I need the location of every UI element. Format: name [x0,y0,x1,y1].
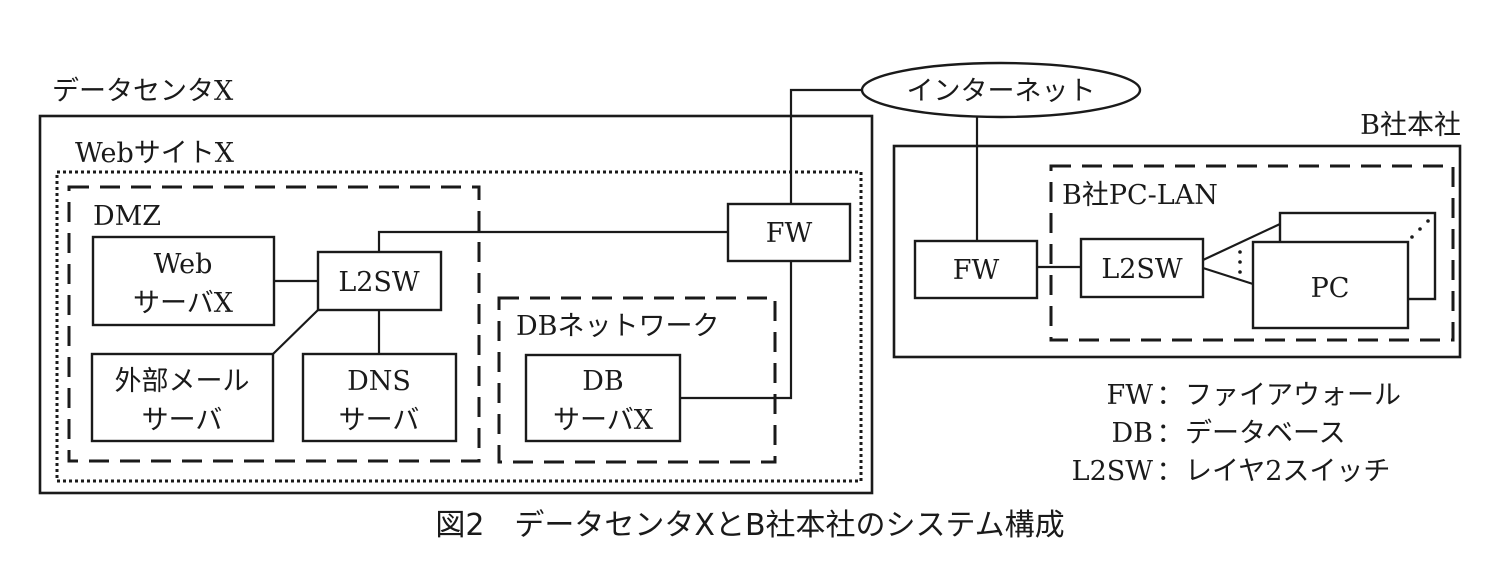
link-l2sw-pc-front [1202,266,1254,286]
dns-server-node: DNS サーバ [301,352,458,443]
hq-l2sw-node: L2SW [1079,237,1205,299]
figure-caption: 図2 データセンタXとB社本社のシステム構成 [435,508,1064,543]
web-server-label-1: Web [154,249,213,280]
pc-ellipsis-vertical [1238,250,1242,274]
legend-abbr-db: DB [1112,418,1154,449]
datacenter-boundary [38,114,874,495]
db-network-zone [497,296,777,464]
internet-label: インターネット [907,76,1096,107]
internet-cloud-shape [860,61,1142,119]
web-server-box [91,235,276,327]
pc-front-box [1251,240,1410,330]
legend-meaning-l2sw: レイヤ2スイッチ [1185,456,1390,487]
dns-server-box [301,352,458,443]
mail-server-node: 外部メール サーバ [90,352,275,443]
website-boundary [55,170,863,483]
hq-l2sw-box [1079,237,1205,299]
pc-lan-zone [1049,164,1455,342]
hq-l2sw-label: L2SW [1101,254,1183,285]
hq-fw-label: FW [953,255,1000,286]
mail-server-box [90,352,275,443]
legend: FW ： ファイアウォール DB ： データベース L2SW ： レイヤ2スイッ… [1072,380,1401,487]
internet-node: インターネット [860,61,1142,119]
hq-boundary [892,144,1462,359]
dns-server-label-1: DNS [347,366,411,397]
hq-fw-box [913,239,1039,300]
dc-l2sw-box [316,250,443,312]
link-l2sw-fw [377,230,728,252]
link-l2sw-pc-back [1202,223,1281,261]
dc-l2sw-node: L2SW [316,250,443,312]
link-db-fw [680,261,793,400]
link-fw-internet [789,88,862,204]
legend-abbr-fw: FW [1107,380,1154,411]
dc-fw-node: FW [726,202,852,263]
link-l2sw-mail [272,309,319,355]
legend-meaning-db: データベース [1185,418,1346,449]
pc-node: PC [1251,240,1410,330]
db-server-label-2: サーバX [553,405,654,436]
legend-abbr-l2sw: L2SW [1072,456,1154,487]
legend-sep: ： [1157,418,1184,449]
web-server-node: Web サーバX [91,235,276,327]
pc-lan-title: B社PC-LAN [1062,180,1218,211]
dns-server-label-2: サーバ [339,405,420,436]
mail-server-label-2: サーバ [142,405,223,436]
dmz-title: DMZ [93,201,161,232]
dmz-zone [67,185,481,463]
web-server-label-2: サーバX [133,288,234,319]
pc-ellipsis-diagonal [1410,219,1430,239]
dc-l2sw-label: L2SW [338,267,420,298]
db-server-label-1: DB [582,366,624,397]
dc-fw-box [726,202,852,263]
dc-fw-label: FW [766,218,813,249]
mail-server-label-1: 外部メール [115,366,250,397]
legend-sep: ： [1157,456,1184,487]
hq-title: B社本社 [1360,110,1461,141]
db-network-title: DBネットワーク [516,311,720,342]
datacenter-title: データセンタX [52,76,234,107]
legend-sep: ： [1157,380,1184,411]
website-title: WebサイトX [75,138,235,169]
legend-meaning-fw: ファイアウォール [1185,380,1401,411]
hq-fw-node: FW [913,239,1039,300]
pc-label: PC [1311,273,1350,304]
db-server-box [524,353,682,443]
db-server-node: DB サーバX [524,353,682,443]
